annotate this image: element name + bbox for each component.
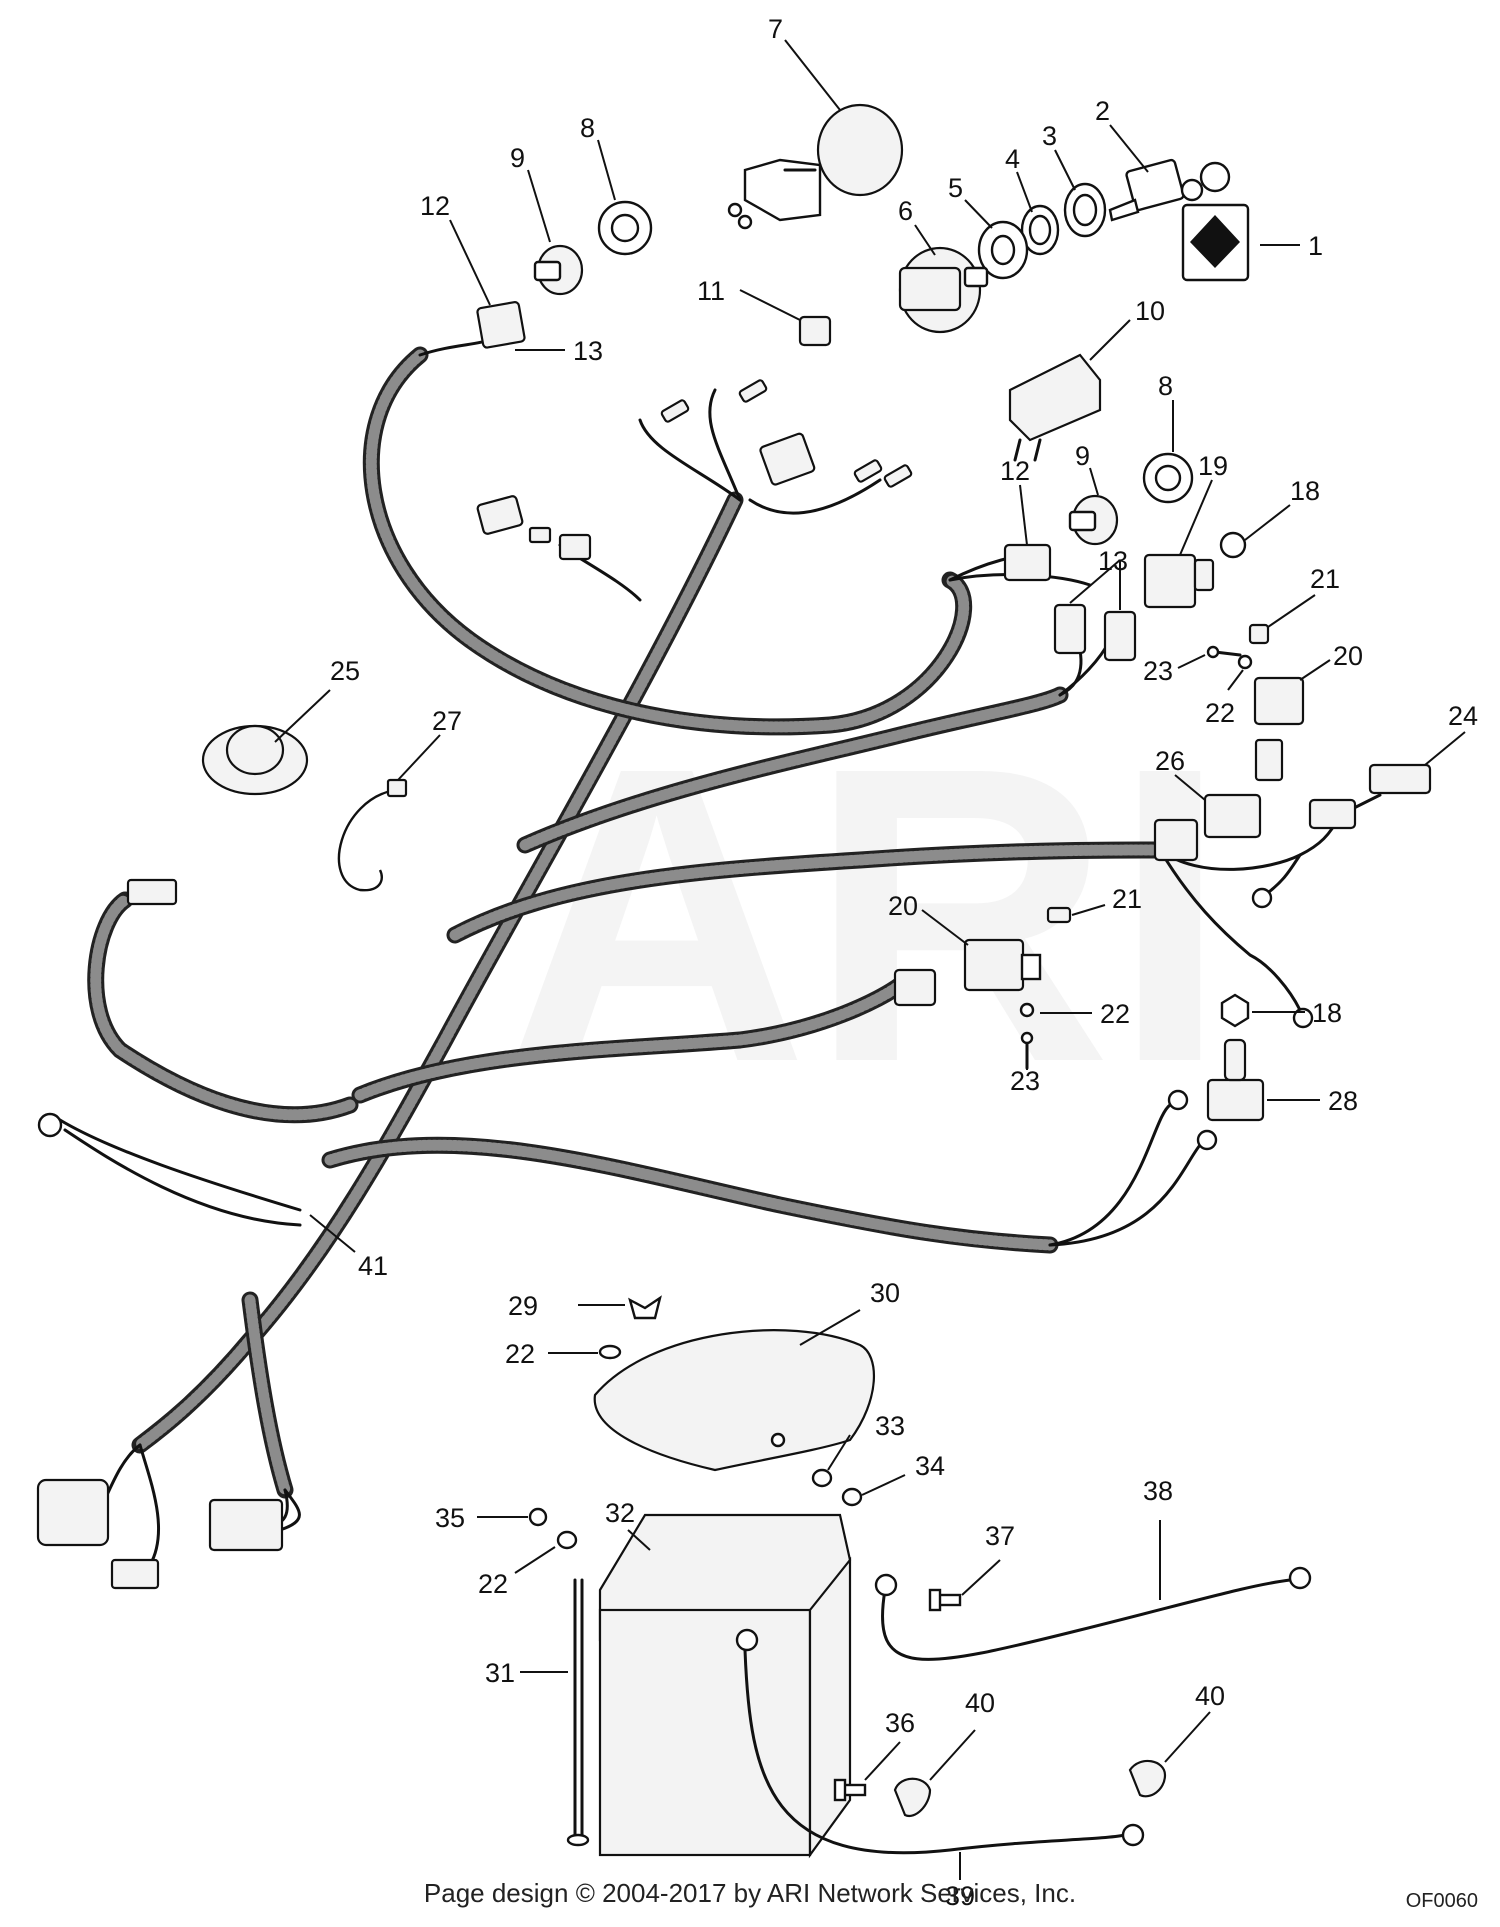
callouts: 1 2 3 4 5 6 7 8 9 11 12 13 10 (274, 14, 1478, 1911)
callout-20-lower: 20 (888, 891, 918, 921)
callout-26: 26 (1155, 746, 1185, 776)
part-35-nut (528, 1507, 548, 1527)
part-10-module (1008, 353, 1102, 462)
callout-13-right: 13 (1098, 546, 1128, 576)
callout-4: 4 (1005, 144, 1020, 174)
callout-21-upper: 21 (1310, 564, 1340, 594)
part-27-cable-tie (337, 778, 408, 892)
callout-30: 30 (870, 1278, 900, 1308)
callout-40-left: 40 (965, 1688, 995, 1718)
part-22-washer-lower (556, 1530, 578, 1550)
part-21-clip-lower (1046, 906, 1072, 924)
callout-22-battery: 22 (505, 1339, 535, 1369)
part-23-screw-lower (1020, 1031, 1034, 1070)
callout-11: 11 (697, 276, 725, 306)
callout-41: 41 (358, 1251, 388, 1281)
callout-22-mid: 22 (1100, 999, 1130, 1029)
callout-37: 37 (985, 1521, 1015, 1551)
copyright-footer: Page design © 2004-2017 by ARI Network S… (423, 1878, 1077, 1908)
part-1-decal (1181, 161, 1250, 282)
part-11-clip (798, 315, 832, 347)
part-6-ignition-switch (898, 246, 989, 334)
callout-7: 7 (768, 14, 783, 44)
part-2-key (1108, 158, 1204, 222)
callout-10: 10 (1135, 296, 1165, 326)
part-20-relay-upper (1253, 676, 1305, 782)
callout-18-upper: 18 (1290, 476, 1320, 506)
callout-8-mid: 8 (1158, 371, 1173, 401)
callout-31: 31 (485, 1658, 515, 1688)
callout-19: 19 (1198, 451, 1228, 481)
callout-6: 6 (898, 196, 913, 226)
callout-36: 36 (885, 1708, 915, 1738)
part-24-connector (1368, 763, 1432, 795)
callout-9-mid: 9 (1075, 441, 1090, 471)
part-20-relay-lower (963, 938, 1042, 992)
callout-32: 32 (605, 1498, 635, 1528)
part-30-battery-cover (593, 1329, 876, 1472)
callout-1: 1 (1308, 231, 1323, 261)
callout-9: 9 (510, 143, 525, 173)
part-39-cable (735, 1628, 1145, 1855)
harness-connectors (36, 301, 1314, 1590)
callout-21-lower: 21 (1112, 884, 1142, 914)
callout-23-lower: 23 (1010, 1066, 1040, 1096)
part-34-washer (841, 1487, 863, 1507)
part-21-clip-upper (1248, 623, 1270, 645)
callout-23-upper: 23 (1143, 656, 1173, 686)
part-22-washer-upper (1237, 654, 1253, 670)
callout-40-right: 40 (1195, 1681, 1225, 1711)
part-22-washer-battery (598, 1344, 622, 1360)
callout-12-right: 12 (1000, 456, 1030, 486)
callout-35: 35 (435, 1503, 465, 1533)
part-36-bolt (833, 1778, 867, 1802)
part-40-terminal-cover-left (893, 1777, 932, 1818)
callout-12-upper: 12 (420, 191, 450, 221)
part-28-switch (1206, 1038, 1265, 1122)
part-3-ring (1063, 182, 1107, 238)
part-8-nut-upper (597, 200, 653, 256)
callout-33: 33 (875, 1411, 905, 1441)
part-23-screw-upper (1206, 645, 1242, 659)
part-40-terminal-cover-right (1128, 1759, 1167, 1798)
part-25-alarm (201, 724, 309, 796)
part-18-nut-lower (1220, 993, 1250, 1028)
part-18-nut-upper (1219, 531, 1247, 559)
part-31-rod (566, 1578, 590, 1847)
callout-5: 5 (948, 173, 963, 203)
ari-watermark: ARI (505, 681, 1228, 1150)
callout-20-upper: 20 (1333, 641, 1363, 671)
part-19-toggle-switch (1143, 553, 1215, 609)
callout-27: 27 (432, 706, 462, 736)
part-5-lockwasher (977, 220, 1029, 280)
callout-3: 3 (1042, 121, 1057, 151)
callout-13-upper: 13 (573, 336, 603, 366)
part-4-nut (1020, 204, 1060, 256)
callout-34: 34 (915, 1451, 945, 1481)
drawing-code: OF0060 (1405, 1890, 1478, 1912)
callout-28: 28 (1328, 1086, 1358, 1116)
part-9-switch-mid (1068, 494, 1119, 546)
part-8-nut-mid (1142, 452, 1194, 504)
part-29-wing-nut (628, 1295, 662, 1320)
part-9-switch-upper (533, 244, 584, 296)
callout-39: 39 (945, 1881, 975, 1911)
part-22-washer-mid (1019, 1002, 1035, 1018)
callout-22-upper: 22 (1205, 698, 1235, 728)
callout-24: 24 (1448, 701, 1478, 731)
part-38-cable (874, 1566, 1312, 1661)
callout-29: 29 (508, 1291, 538, 1321)
part-32-battery (598, 1513, 852, 1859)
part-7-hour-meter (727, 103, 904, 230)
part-26-fuse-block (1203, 793, 1357, 839)
callout-8: 8 (580, 113, 595, 143)
callout-22-lower: 22 (478, 1569, 508, 1599)
callout-38: 38 (1143, 1476, 1173, 1506)
part-37-bolt (928, 1588, 962, 1612)
callout-25: 25 (330, 656, 360, 686)
callout-18-lower: 18 (1312, 998, 1342, 1028)
callout-2: 2 (1095, 96, 1110, 126)
part-33-nut (811, 1468, 833, 1488)
